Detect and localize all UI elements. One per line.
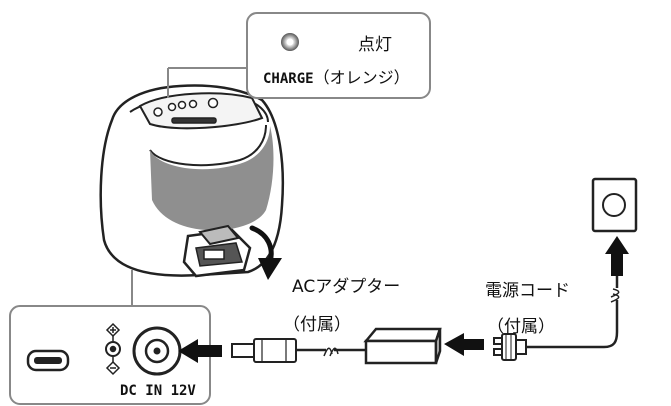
- outlet-icon: [591, 177, 638, 233]
- plug-icon: [493, 333, 527, 361]
- dc-in-jack: [132, 326, 182, 376]
- usb-port-icon: [26, 349, 70, 372]
- speaker-body: [99, 84, 285, 278]
- ac-adapter-supplied: （付属）: [283, 315, 351, 335]
- indicator-color: （オレンジ）: [313, 68, 410, 87]
- power-cord-supplied: （付属）: [487, 317, 555, 337]
- outlet-arrow: [605, 236, 629, 276]
- power-cord-break: [610, 288, 620, 303]
- dc-cable-break: [323, 347, 339, 357]
- ac-adapter-label: ACアダプター: [292, 277, 401, 297]
- power-cord-label: 電源コード: [485, 281, 570, 301]
- adapter-arrow: [444, 333, 484, 356]
- power-cord: [526, 275, 619, 349]
- dc-polarity-icon: [105, 322, 121, 376]
- top-buttons: [153, 97, 219, 124]
- open-cover-arrowhead: [258, 258, 282, 280]
- ac-adapter: [363, 327, 442, 365]
- dc-in-port-label: DC IN 12V: [120, 383, 196, 399]
- led-indicator-icon: [281, 33, 299, 51]
- status-label: 点灯: [358, 35, 392, 55]
- indicator-name: CHARGE: [263, 71, 314, 87]
- plug-in-arrow: [178, 339, 222, 363]
- dc-plug: [231, 338, 297, 363]
- callout-indicator: CHARGE（オレンジ）: [263, 64, 410, 88]
